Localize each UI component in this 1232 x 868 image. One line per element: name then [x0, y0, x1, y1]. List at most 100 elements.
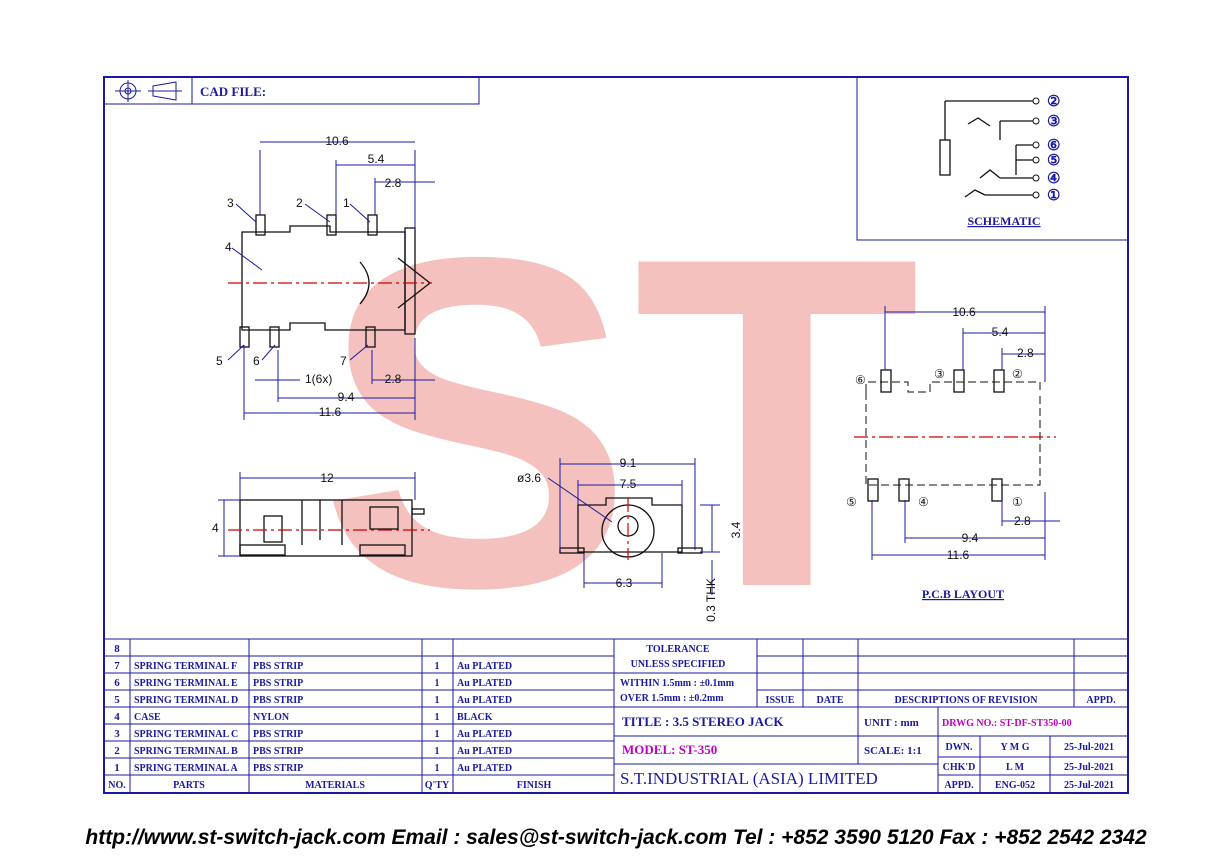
dim-label: 3.4: [729, 521, 743, 538]
svg-text:PBS STRIP: PBS STRIP: [253, 661, 303, 672]
pin-label: 5: [216, 354, 223, 368]
revision-desc: DESCRIPTIONS OF REVISION: [895, 695, 1039, 706]
pcb-pad-label: ④: [918, 495, 929, 509]
svg-text:Au PLATED: Au PLATED: [457, 661, 512, 672]
svg-text:SPRING TERMINAL E: SPRING TERMINAL E: [134, 678, 238, 689]
svg-text:1: 1: [114, 762, 120, 774]
appd-date: 25-Jul-2021: [1064, 780, 1114, 791]
pin-label: 1: [343, 196, 350, 210]
dim-label: 1(6x): [305, 372, 332, 386]
tolerance-line: WITHIN 1.5mm : ±0.1mm: [620, 678, 735, 689]
dim-label: 5.4: [368, 152, 385, 166]
schematic-pin: ④: [1047, 171, 1060, 187]
bom-row: 2 SPRING TERMINAL B PBS STRIP 1 Au PLATE…: [114, 745, 512, 757]
pin-label: 4: [225, 240, 232, 254]
pcb-pad-label: ②: [1012, 367, 1023, 381]
dim-label: 10.6: [325, 134, 349, 148]
company-name: S.T.INDUSTRIAL (ASIA) LIMITED: [620, 769, 878, 788]
tolerance-block: TOLERANCE UNLESS SPECIFIED WITHIN 1.5mm …: [613, 638, 1129, 708]
svg-text:FINISH: FINISH: [517, 780, 552, 791]
svg-text:Au PLATED: Au PLATED: [457, 763, 512, 774]
title-block: TITLE : 3.5 STEREO JACK UNIT : mm DRWG N…: [613, 706, 1129, 794]
projection-symbol-icon: [115, 80, 182, 102]
appd-name: ENG-052: [995, 780, 1035, 791]
svg-text:NYLON: NYLON: [253, 712, 290, 723]
schematic-title: SCHEMATIC: [967, 214, 1040, 228]
pcb-layout: 10.6 5.4 2.8 2.8 9.4 11.6 ⑥ ③ ② ⑤ ④ ① P.…: [846, 305, 1060, 601]
pin-label: 6: [253, 354, 260, 368]
bom-table: 8 7 SPRING TERMINAL F PBS STRIP 1 Au PLA…: [103, 638, 615, 794]
chk-name: L M: [1006, 762, 1025, 773]
dim-label: 5.4: [992, 325, 1009, 339]
svg-text:4: 4: [114, 711, 120, 723]
svg-text:SPRING TERMINAL B: SPRING TERMINAL B: [134, 746, 238, 757]
svg-text:2: 2: [114, 745, 120, 757]
bom-row: 8: [114, 643, 120, 655]
schematic-pin: ③: [1047, 114, 1060, 130]
cad-file-label: CAD FILE:: [200, 84, 266, 99]
bom-row: 3 SPRING TERMINAL C PBS STRIP 1 Au PLATE…: [114, 728, 512, 740]
pcb-pad-label: ①: [1012, 495, 1023, 509]
dim-label: 9.4: [962, 531, 979, 545]
schematic-pin: ①: [1047, 188, 1060, 204]
svg-text:Au PLATED: Au PLATED: [457, 729, 512, 740]
pcb-title: P.C.B LAYOUT: [922, 587, 1004, 601]
drawing-number: DRWG NO.: ST-DF-ST350-00: [942, 718, 1072, 729]
bom-row: 1 SPRING TERMINAL A PBS STRIP 1 Au PLATE…: [114, 762, 512, 774]
dim-label: 10.6: [952, 305, 976, 319]
svg-text:PARTS: PARTS: [173, 780, 205, 791]
contact-footer: http://www.st-switch-jack.com Email : sa…: [85, 826, 1147, 849]
bom-row: 4 CASE NYLON 1 BLACK: [114, 711, 493, 723]
revision-date: DATE: [816, 695, 843, 706]
svg-text:PBS STRIP: PBS STRIP: [253, 678, 303, 689]
appd-label: APPD.: [944, 780, 974, 791]
svg-text:8: 8: [114, 643, 120, 655]
model-label: MODEL: ST-350: [622, 742, 717, 757]
dim-label: 2.8: [1017, 346, 1034, 360]
svg-text:1: 1: [435, 763, 440, 774]
svg-text:Au PLATED: Au PLATED: [457, 746, 512, 757]
svg-text:6: 6: [114, 677, 120, 689]
bom-row: 6 SPRING TERMINAL E PBS STRIP 1 Au PLATE…: [114, 677, 512, 689]
svg-text:1: 1: [435, 729, 440, 740]
svg-text:NO.: NO.: [108, 780, 126, 791]
pin-label: 7: [340, 354, 347, 368]
pcb-pad-label: ⑤: [846, 495, 857, 509]
bom-header-row: NO. PARTS MATERIALS Q'TY FINISH: [108, 780, 551, 791]
dim-label: 11.6: [947, 548, 970, 562]
dim-label: 9.4: [338, 390, 355, 404]
dim-label: 2.8: [385, 372, 402, 386]
svg-text:SPRING TERMINAL D: SPRING TERMINAL D: [134, 695, 238, 706]
svg-text:Q'TY: Q'TY: [425, 780, 450, 791]
dim-label: 0.3 THK: [704, 578, 718, 622]
schematic-pin: ②: [1047, 94, 1060, 110]
svg-text:5: 5: [114, 694, 120, 706]
unit-label: UNIT : mm: [864, 717, 919, 729]
schematic: ② ③ ⑥ ⑤ ④ ① SCHEMATIC: [856, 76, 1129, 241]
svg-text:BLACK: BLACK: [457, 712, 493, 723]
chk-date: 25-Jul-2021: [1064, 762, 1114, 773]
dwn-name: Y M G: [1000, 742, 1029, 753]
svg-text:SPRING TERMINAL A: SPRING TERMINAL A: [134, 763, 239, 774]
pcb-pad-label: ③: [934, 367, 945, 381]
svg-text:1: 1: [435, 661, 440, 672]
top-view: 10.6 5.4 2.8 1(6x) 2.8 9.4 11.6 3 2 1 4 …: [216, 134, 435, 420]
svg-text:1: 1: [435, 695, 440, 706]
dim-label: 11.6: [319, 405, 342, 419]
svg-text:MATERIALS: MATERIALS: [305, 780, 365, 791]
dim-label: 6.3: [616, 576, 633, 590]
svg-text:1: 1: [435, 678, 440, 689]
svg-text:3: 3: [114, 728, 120, 740]
svg-text:PBS STRIP: PBS STRIP: [253, 729, 303, 740]
bom-row: 7 SPRING TERMINAL F PBS STRIP 1 Au PLATE…: [114, 660, 512, 672]
svg-text:CASE: CASE: [134, 712, 161, 723]
drawing-title: TITLE : 3.5 STEREO JACK: [622, 714, 784, 729]
schematic-pin: ⑥: [1047, 138, 1060, 154]
tolerance-subtitle: UNLESS SPECIFIED: [631, 659, 726, 670]
pin-label: 3: [227, 196, 234, 210]
dim-label: 12: [320, 471, 334, 485]
front-view: 9.1 7.5 ø3.6 3.4 6.3 0.3 THK: [517, 456, 743, 622]
side-view: 12 4: [212, 471, 430, 557]
revision-issue: ISSUE: [766, 695, 795, 706]
watermark: ST: [320, 160, 921, 685]
